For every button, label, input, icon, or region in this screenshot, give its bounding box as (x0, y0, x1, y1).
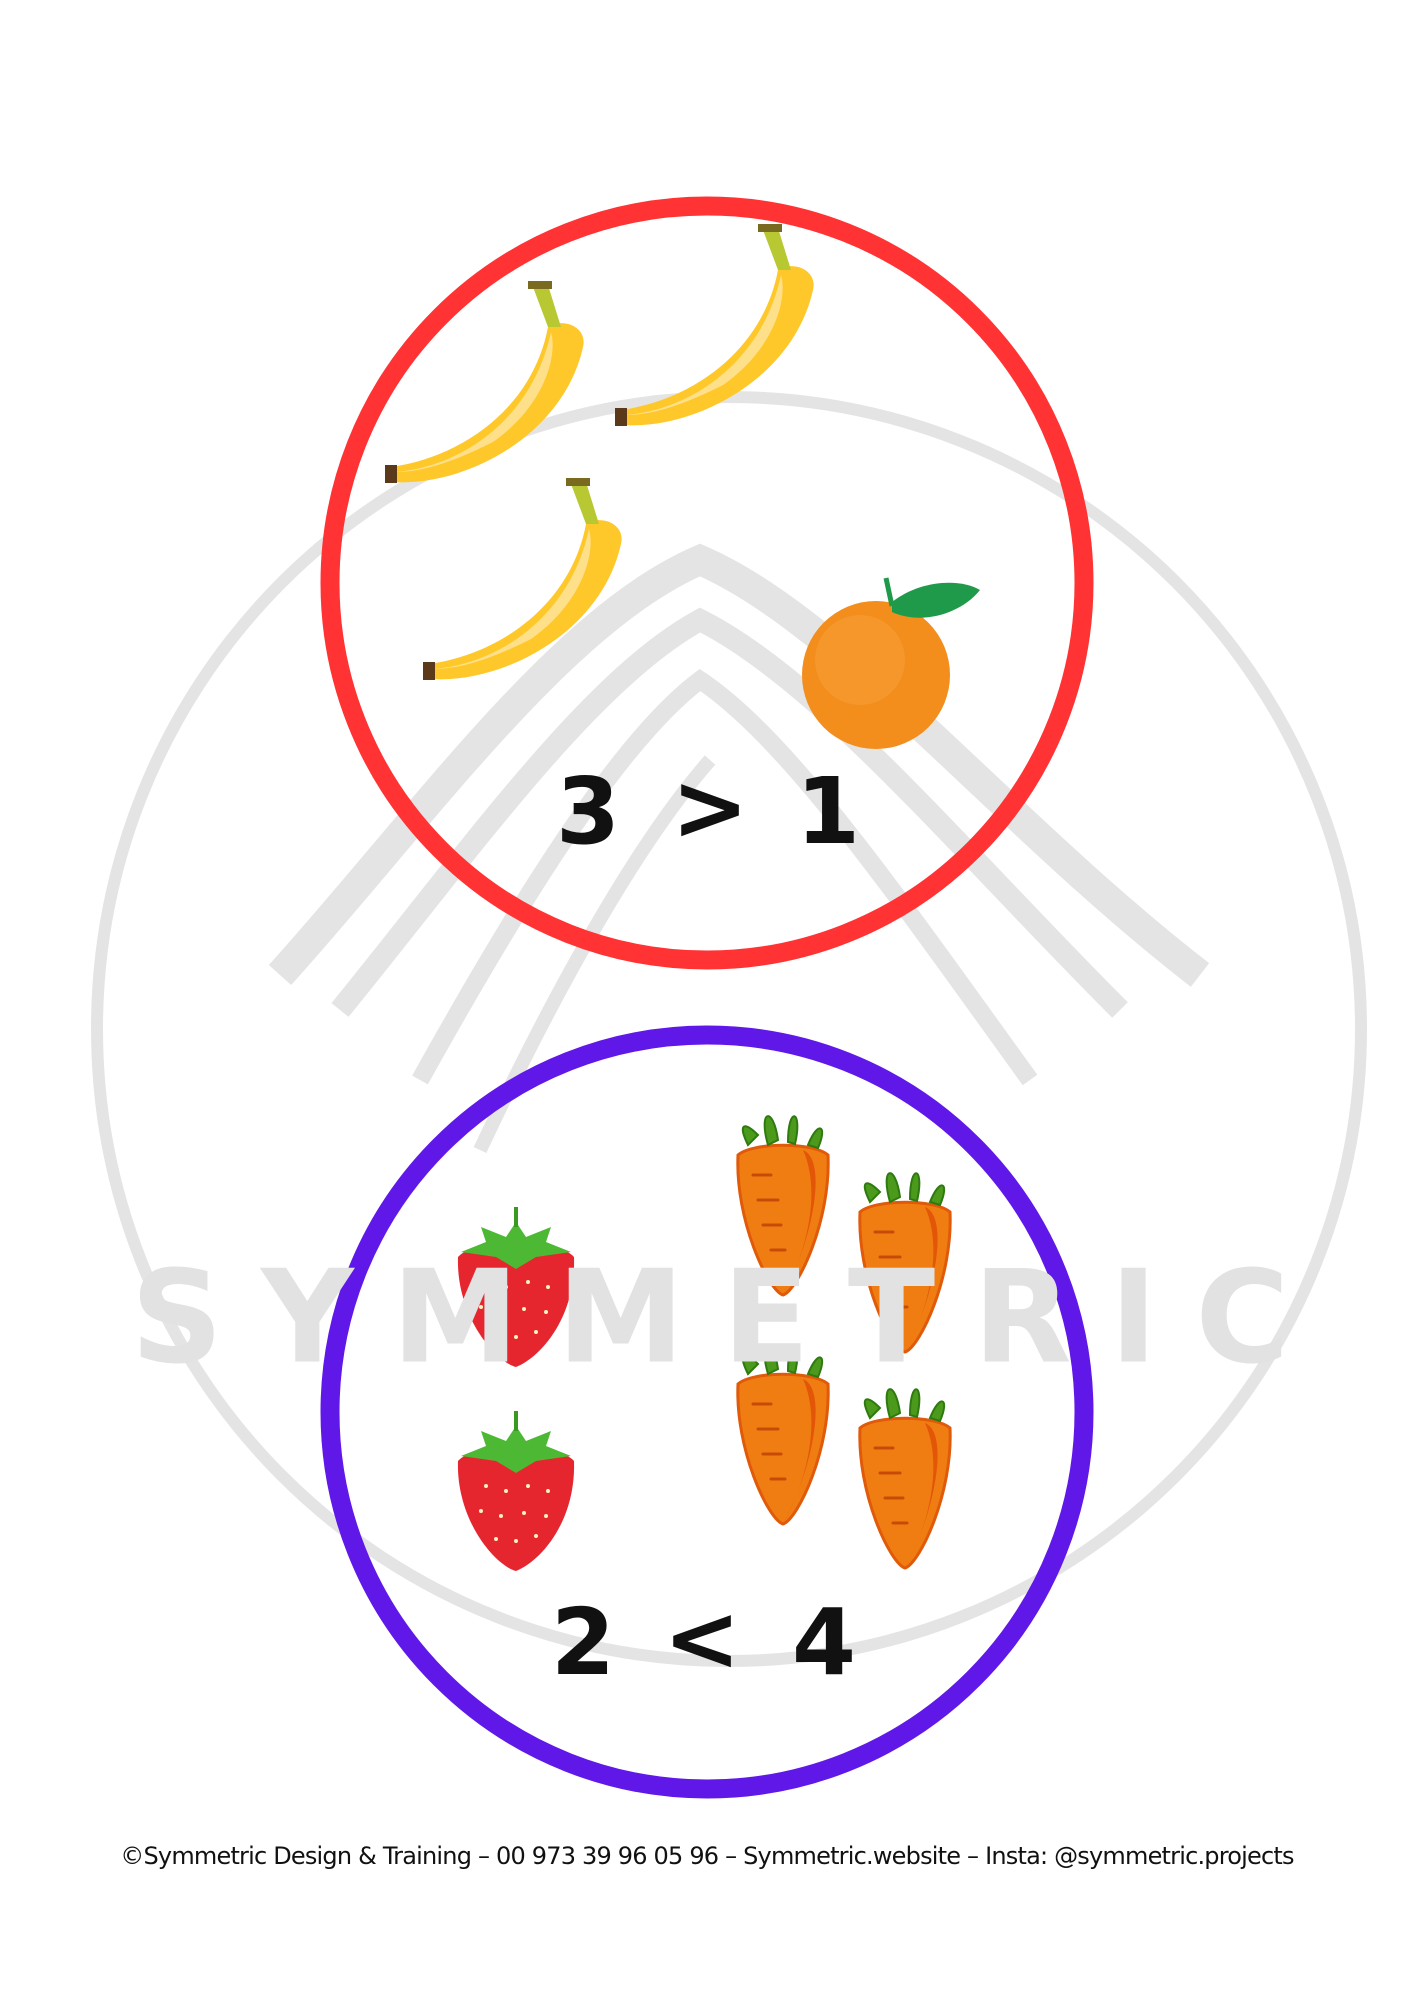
comparison-circle-bottom (320, 1025, 1094, 1799)
top-left-count: 3 (555, 758, 621, 865)
footer-credits: ©Symmetric Design & Training – 00 973 39… (120, 1842, 1294, 1870)
carrot-icon (858, 1387, 952, 1570)
bottom-left-count: 2 (550, 1589, 616, 1696)
bottom-operator: < (663, 1585, 741, 1692)
strawberry-icon (457, 1411, 575, 1571)
top-operator: > (671, 754, 749, 861)
banana-icon (385, 281, 584, 483)
bottom-right-count: 4 (791, 1589, 857, 1696)
comparison-circle-top (320, 196, 1094, 970)
watermark-text: SYMMETRIC (130, 1243, 1328, 1393)
top-right-count: 1 (795, 758, 861, 865)
orange-icon (802, 577, 980, 749)
